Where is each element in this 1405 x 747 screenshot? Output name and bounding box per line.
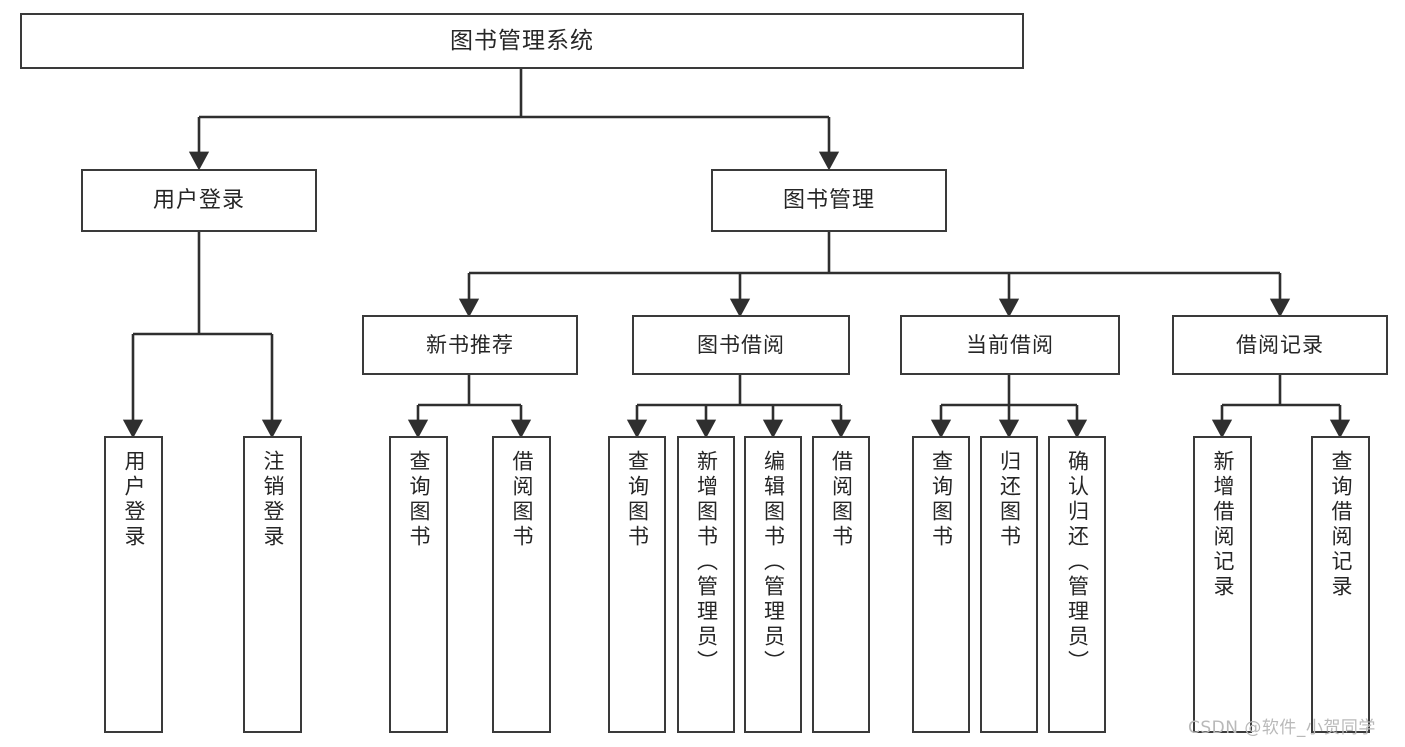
node-label: 图书管理 xyxy=(782,187,875,213)
node-label: 用户登录 xyxy=(152,187,245,213)
leaf-user-login-logout[interactable]: 注销登录 xyxy=(243,436,302,733)
leaf-borrow-record-add[interactable]: 新增借阅记录 xyxy=(1193,436,1252,733)
leaf-current-borrow-return[interactable]: 归还图书 xyxy=(980,436,1038,733)
node-label: 借阅图书 xyxy=(829,450,854,550)
node-label: 新书推荐 xyxy=(426,332,514,357)
leaf-book-borrow-edit[interactable]: 编辑图书（管理员） xyxy=(744,436,802,733)
leaf-book-borrow-query[interactable]: 查询图书 xyxy=(608,436,666,733)
node-label: 确认归还（管理员） xyxy=(1065,450,1090,675)
node-label: 查询图书 xyxy=(929,450,954,550)
node-label: 新增图书（管理员） xyxy=(694,450,719,675)
node-user-login[interactable]: 用户登录 xyxy=(81,169,317,232)
node-label: 注销登录 xyxy=(261,450,285,550)
node-label: 借阅记录 xyxy=(1236,332,1324,357)
leaf-book-borrow-add[interactable]: 新增图书（管理员） xyxy=(677,436,735,733)
node-label: 编辑图书（管理员） xyxy=(761,450,786,675)
node-label: 归还图书 xyxy=(997,450,1022,550)
leaf-borrow-record-query[interactable]: 查询借阅记录 xyxy=(1311,436,1370,733)
node-label: 图书管理系统 xyxy=(450,27,594,54)
leaf-current-borrow-confirm-return[interactable]: 确认归还（管理员） xyxy=(1048,436,1106,733)
leaf-book-borrow-borrow[interactable]: 借阅图书 xyxy=(812,436,870,733)
leaf-new-book-query[interactable]: 查询图书 xyxy=(389,436,448,733)
leaf-new-book-borrow[interactable]: 借阅图书 xyxy=(492,436,551,733)
node-label: 查询图书 xyxy=(407,450,431,550)
node-label: 新增借阅记录 xyxy=(1211,450,1235,600)
node-label: 图书借阅 xyxy=(697,332,785,357)
node-label: 借阅图书 xyxy=(510,450,534,550)
node-label: 查询借阅记录 xyxy=(1329,450,1353,600)
csdn-watermark: CSDN @软件_小贺同学 xyxy=(1188,718,1376,738)
node-label: 查询图书 xyxy=(625,450,650,550)
node-label: 当前借阅 xyxy=(966,332,1054,357)
node-borrow-record[interactable]: 借阅记录 xyxy=(1172,315,1388,375)
node-new-book-recommend[interactable]: 新书推荐 xyxy=(362,315,578,375)
node-root-system[interactable]: 图书管理系统 xyxy=(20,13,1024,69)
node-book-manage[interactable]: 图书管理 xyxy=(711,169,947,232)
leaf-current-borrow-query[interactable]: 查询图书 xyxy=(912,436,970,733)
node-current-borrow[interactable]: 当前借阅 xyxy=(900,315,1120,375)
node-label: 用户登录 xyxy=(122,450,146,550)
leaf-user-login-login[interactable]: 用户登录 xyxy=(104,436,163,733)
node-book-borrow[interactable]: 图书借阅 xyxy=(632,315,850,375)
